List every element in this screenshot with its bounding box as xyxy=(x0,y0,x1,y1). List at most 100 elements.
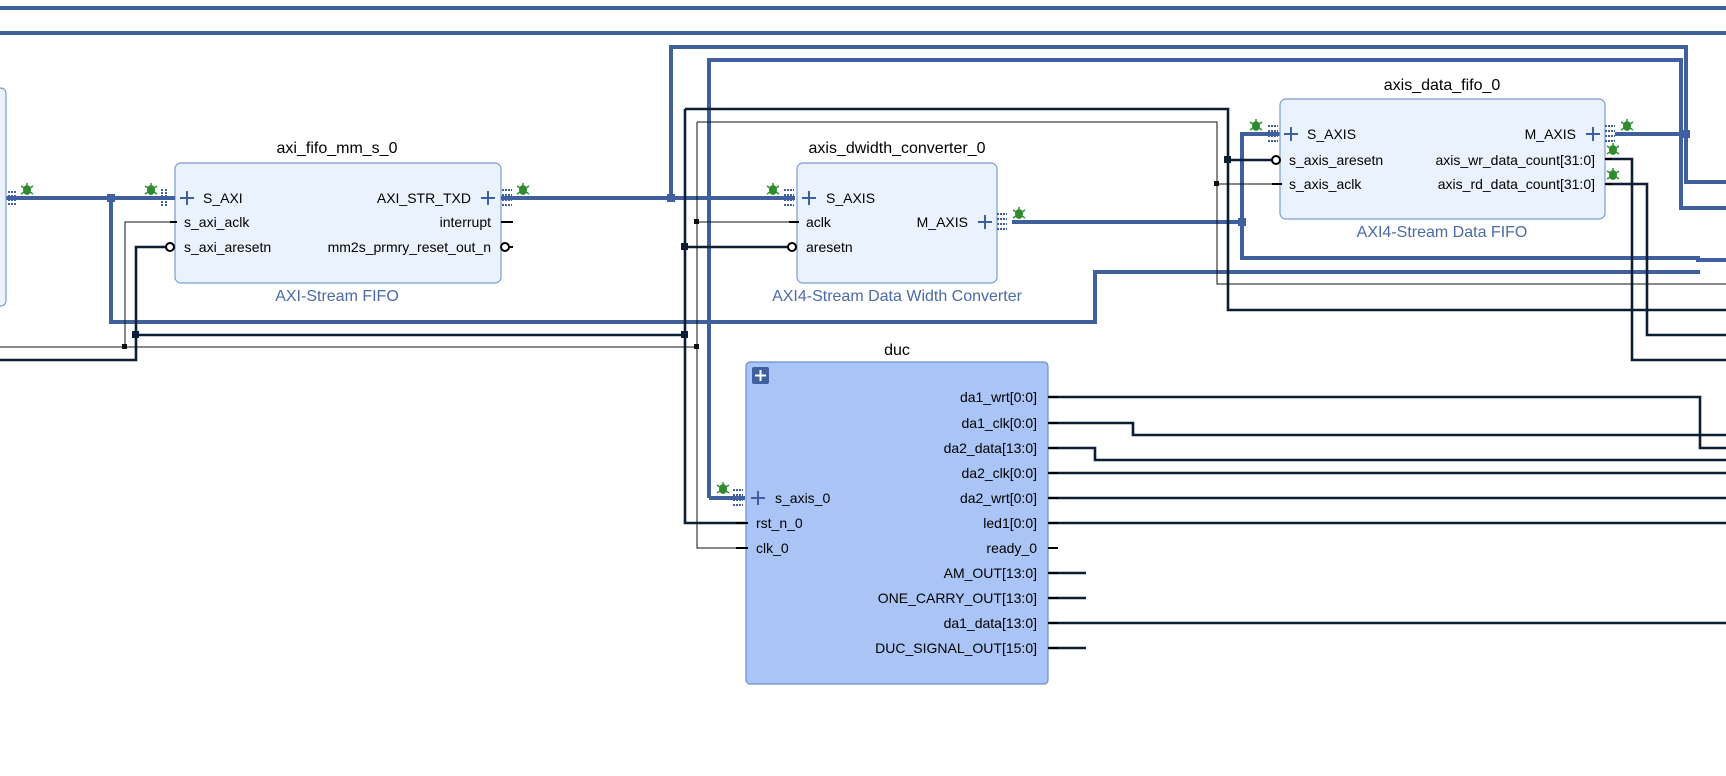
bus-interface-icon xyxy=(8,191,16,205)
aclk-port[interactable]: aclk xyxy=(789,214,832,230)
debug-bug-icon[interactable] xyxy=(1620,119,1634,131)
aresetn-port[interactable]: aresetn xyxy=(787,239,853,255)
clk-net[interactable] xyxy=(0,221,170,348)
interrupt-port[interactable]: interrupt xyxy=(440,214,513,230)
s-axi-port[interactable]: S_AXI xyxy=(144,183,243,207)
bus-interface-icon xyxy=(1605,125,1615,142)
port-label: s_axi_aclk xyxy=(184,214,250,230)
wires xyxy=(0,6,1726,650)
bus-interface-icon xyxy=(502,189,512,206)
debug-bug-icon[interactable] xyxy=(1012,207,1026,219)
axis-wr-data-count-port[interactable]: axis_wr_data_count[31:0] xyxy=(1435,143,1620,168)
port-label: axis_rd_data_count[31:0] xyxy=(1438,176,1595,192)
port-label: DUC_SIGNAL_OUT[15:0] xyxy=(875,640,1037,656)
bus-loop-top-1[interactable] xyxy=(669,45,1726,198)
debug-bug-icon[interactable] xyxy=(516,183,530,195)
port-label: M_AXIS xyxy=(917,214,968,230)
debug-bug-icon[interactable] xyxy=(1249,119,1263,131)
fifo-s-axis-bus[interactable] xyxy=(1240,132,1282,222)
da1-wrt-port[interactable]: da1_wrt[0:0] xyxy=(960,389,1058,405)
port-label: s_axi_aresetn xyxy=(184,239,271,255)
plus-icon xyxy=(802,191,816,205)
am-out-port[interactable]: AM_OUT[13:0] xyxy=(944,565,1058,581)
led1-port[interactable]: led1[0:0] xyxy=(983,515,1058,531)
rd-count-net[interactable] xyxy=(1606,182,1726,337)
clk-0-net[interactable] xyxy=(696,122,746,549)
da1-wrt-net[interactable] xyxy=(1048,395,1726,450)
fifo-m-axis-port[interactable]: M_AXIS xyxy=(1525,119,1634,142)
plus-icon xyxy=(481,191,495,205)
m-axis-loop[interactable] xyxy=(1240,222,1726,262)
port-label: da2_wrt[0:0] xyxy=(960,490,1037,506)
rst-n-0-port[interactable]: rst_n_0 xyxy=(736,515,803,531)
bus-loop-top-2[interactable] xyxy=(707,58,1726,498)
plus-icon xyxy=(751,491,765,505)
fifo-s-axis-aresetn-port[interactable]: s_axis_aresetn xyxy=(1271,152,1383,168)
bus-interface-icon xyxy=(784,189,794,206)
block-axis-data-fifo-0[interactable]: axis_data_fifo_0 AXI4-Stream Data FIFO S… xyxy=(1249,77,1634,241)
da1-clk-port[interactable]: da1_clk[0:0] xyxy=(962,415,1059,431)
bus-interface-icon xyxy=(161,189,167,207)
debug-bug-icon[interactable] xyxy=(766,183,780,195)
mm2s-prmry-reset-out-n-port[interactable]: mm2s_prmry_reset_out_n xyxy=(328,239,513,255)
block-instance-name: axis_data_fifo_0 xyxy=(1384,77,1501,94)
port-label: S_AXIS xyxy=(826,190,875,206)
net-top-right[interactable] xyxy=(685,107,1726,312)
rst-net[interactable] xyxy=(683,109,746,525)
bus-loop-left[interactable] xyxy=(109,198,1700,324)
port-label: S_AXI xyxy=(203,190,243,206)
debug-bug-icon[interactable] xyxy=(716,482,730,494)
port-label: da1_clk[0:0] xyxy=(962,415,1038,431)
port-label: s_axis_aclk xyxy=(1289,176,1362,192)
duc-signal-out-port[interactable]: DUC_SIGNAL_OUT[15:0] xyxy=(875,640,1058,656)
bus-interface-icon xyxy=(1268,125,1278,142)
plus-icon xyxy=(1284,127,1298,141)
port-label: S_AXIS xyxy=(1307,126,1356,142)
debug-bug-icon[interactable] xyxy=(1606,168,1620,180)
port-label: da1_data[13:0] xyxy=(944,615,1037,631)
fifo-s-axis-aclk-port[interactable]: s_axis_aclk xyxy=(1272,176,1362,192)
port-label: aclk xyxy=(806,214,832,230)
ready-0-port[interactable]: ready_0 xyxy=(986,540,1058,556)
block-duc[interactable]: duc s_axis_0 rst_n_0 clk_0 da xyxy=(716,342,1059,685)
debug-bug-icon[interactable] xyxy=(144,183,158,195)
m-axis-port[interactable]: M_AXIS xyxy=(917,207,1026,230)
s-axis-port[interactable]: S_AXIS xyxy=(766,183,875,206)
axi-str-txd-port[interactable]: AXI_STR_TXD xyxy=(377,183,530,206)
port-label: ready_0 xyxy=(986,540,1037,556)
port-label: da2_data[13:0] xyxy=(944,440,1037,456)
s-axi-aresetn-port[interactable]: s_axi_aresetn xyxy=(165,239,271,255)
port-label: s_axis_aresetn xyxy=(1289,152,1383,168)
port-label: M_AXIS xyxy=(1525,126,1576,142)
fifo-s-axis-port[interactable]: S_AXIS xyxy=(1249,119,1356,142)
da1-clk-net[interactable] xyxy=(1048,421,1726,437)
port-label: rst_n_0 xyxy=(756,515,803,531)
block-axis-dwidth-converter-0[interactable]: axis_dwidth_converter_0 AXI4-Stream Data… xyxy=(766,140,1026,305)
clk-0-port[interactable]: clk_0 xyxy=(736,540,789,556)
block-type-label: AXI4-Stream Data FIFO xyxy=(1357,224,1528,241)
debug-bug-icon[interactable] xyxy=(20,183,34,195)
block-instance-name: axi_fifo_mm_s_0 xyxy=(277,140,398,157)
block-axi-fifo-mm-s-0[interactable]: axi_fifo_mm_s_0 AXI-Stream FIFO S_AXI s_… xyxy=(144,140,530,305)
axis-rd-data-count-port[interactable]: axis_rd_data_count[31:0] xyxy=(1438,168,1620,192)
da1-data-port[interactable]: da1_data[13:0] xyxy=(944,615,1058,631)
da2-data-net[interactable] xyxy=(1048,446,1726,462)
debug-bug-icon[interactable] xyxy=(1606,143,1620,155)
da2-data-port[interactable]: da2_data[13:0] xyxy=(944,440,1058,456)
clk-top-right[interactable] xyxy=(697,121,1726,285)
one-carry-out-port[interactable]: ONE_CARRY_OUT[13:0] xyxy=(878,590,1058,606)
aresetn-net[interactable] xyxy=(0,245,170,362)
s-axis-0-port[interactable]: s_axis_0 xyxy=(716,482,830,506)
expand-hierarchy-icon[interactable] xyxy=(752,367,769,384)
plus-icon xyxy=(978,215,992,229)
port-label: aresetn xyxy=(806,239,853,255)
s-axi-aclk-port[interactable]: s_axi_aclk xyxy=(170,214,250,230)
da2-wrt-port[interactable]: da2_wrt[0:0] xyxy=(960,490,1058,506)
block-instance-name: axis_dwidth_converter_0 xyxy=(809,140,986,157)
wr-count-net[interactable] xyxy=(1606,157,1726,362)
port-label: interrupt xyxy=(440,214,491,230)
partial-left-block[interactable] xyxy=(0,87,34,307)
da2-clk-port[interactable]: da2_clk[0:0] xyxy=(962,465,1059,481)
bus-interface-icon xyxy=(733,489,743,506)
